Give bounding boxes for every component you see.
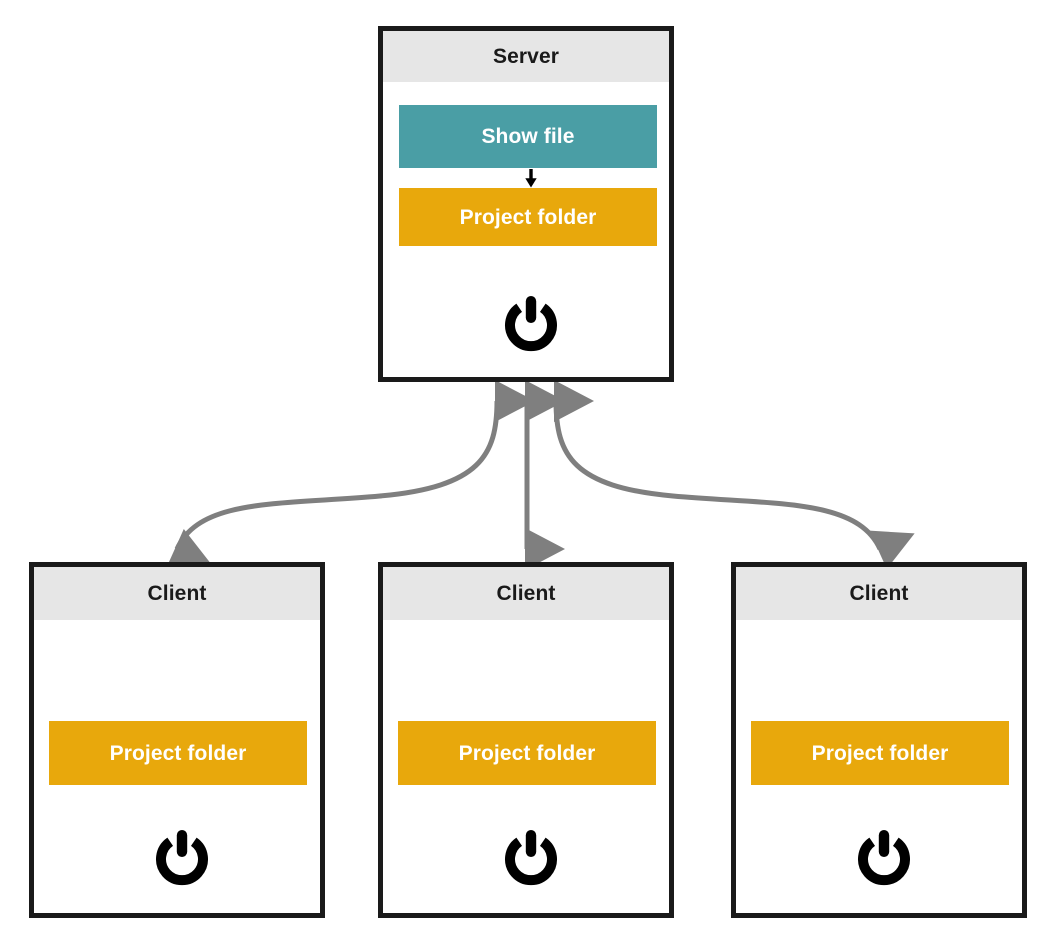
power-icon[interactable] — [857, 830, 911, 886]
client-box-1[interactable]: Client Project folder — [378, 562, 674, 918]
server-header: Server — [383, 31, 669, 82]
server-project-folder-label: Project folder — [459, 205, 597, 229]
client-header-2: Client — [736, 567, 1022, 620]
server-title: Server — [493, 45, 559, 68]
power-icon[interactable] — [155, 830, 209, 886]
connector-server-to-client-left — [166, 379, 535, 568]
server-box[interactable]: Server Show file Project folder — [378, 26, 674, 382]
server-show-file-label: Show file — [481, 125, 575, 148]
power-icon[interactable] — [504, 830, 558, 886]
client-title-2: Client — [849, 582, 909, 605]
power-icon[interactable] — [504, 296, 558, 352]
client-project-folder-bar-0[interactable]: Project folder — [49, 721, 307, 785]
client-project-folder-label-0: Project folder — [109, 741, 247, 765]
connector-server-to-client-right — [553, 380, 915, 569]
client-title-1: Client — [496, 582, 556, 605]
client-header-1: Client — [383, 567, 669, 620]
server-project-folder-bar[interactable]: Project folder — [399, 188, 657, 246]
client-project-folder-bar-2[interactable]: Project folder — [751, 721, 1009, 785]
arrow-down-icon — [525, 169, 537, 188]
client-box-2[interactable]: Client Project folder — [731, 562, 1027, 918]
client-project-folder-bar-1[interactable]: Project folder — [398, 721, 656, 785]
client-project-folder-label-1: Project folder — [458, 741, 596, 765]
client-box-0[interactable]: Client Project folder — [29, 562, 325, 918]
client-header-0: Client — [34, 567, 320, 620]
client-project-folder-label-2: Project folder — [811, 741, 949, 765]
server-show-file-bar[interactable]: Show file — [399, 105, 657, 168]
client-title-0: Client — [147, 582, 207, 605]
